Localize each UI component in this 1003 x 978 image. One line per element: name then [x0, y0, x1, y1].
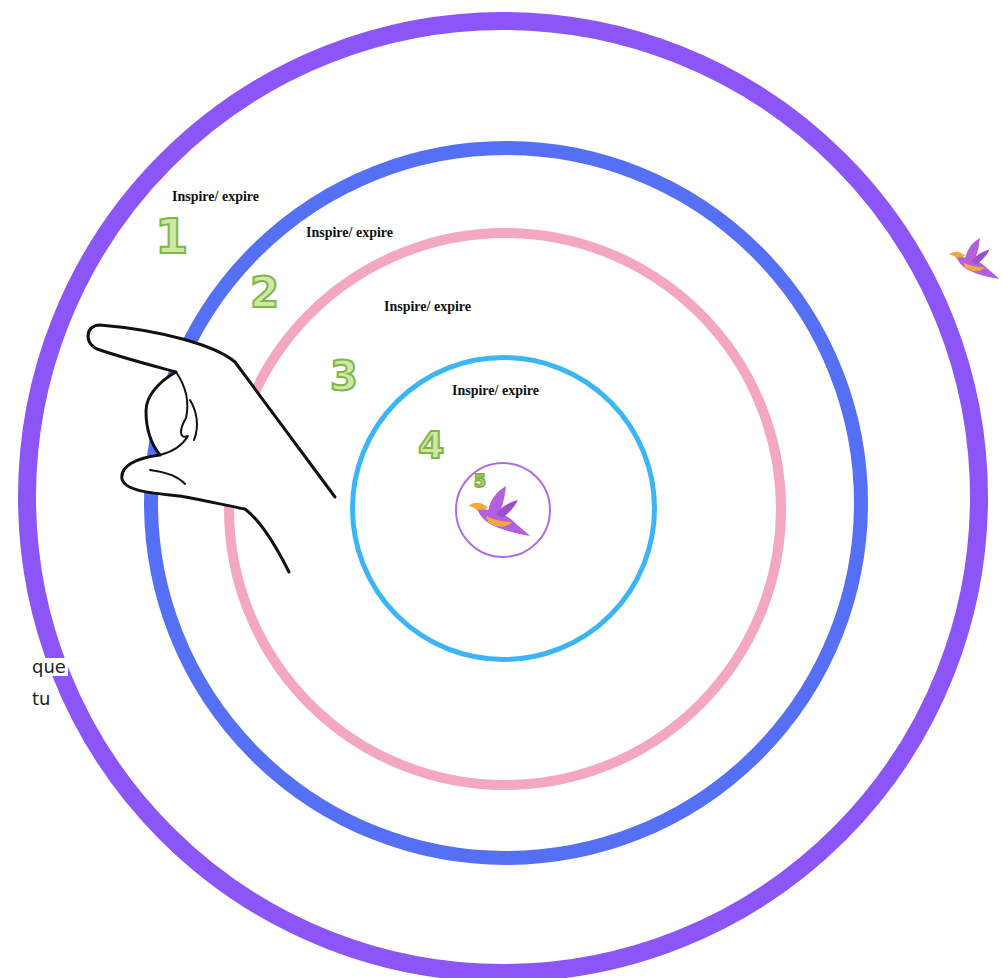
step-number: 4: [418, 426, 444, 464]
step-number: 2: [250, 272, 279, 314]
step-number: 3: [330, 356, 358, 396]
side-note: que: [30, 658, 68, 676]
bird-icon: [468, 486, 530, 536]
breath-instruction: Inspire/ expire: [452, 384, 539, 398]
breath-instruction: Inspire/ expire: [306, 226, 393, 240]
step-number: 1: [155, 212, 188, 260]
breath-instruction: Inspire/ expire: [172, 190, 259, 204]
pointing-hand: [88, 325, 335, 572]
bird-icon: [949, 238, 1000, 279]
step-number: 5: [474, 473, 486, 490]
side-note: tu: [30, 690, 52, 708]
breath-instruction: Inspire/ expire: [384, 300, 471, 314]
